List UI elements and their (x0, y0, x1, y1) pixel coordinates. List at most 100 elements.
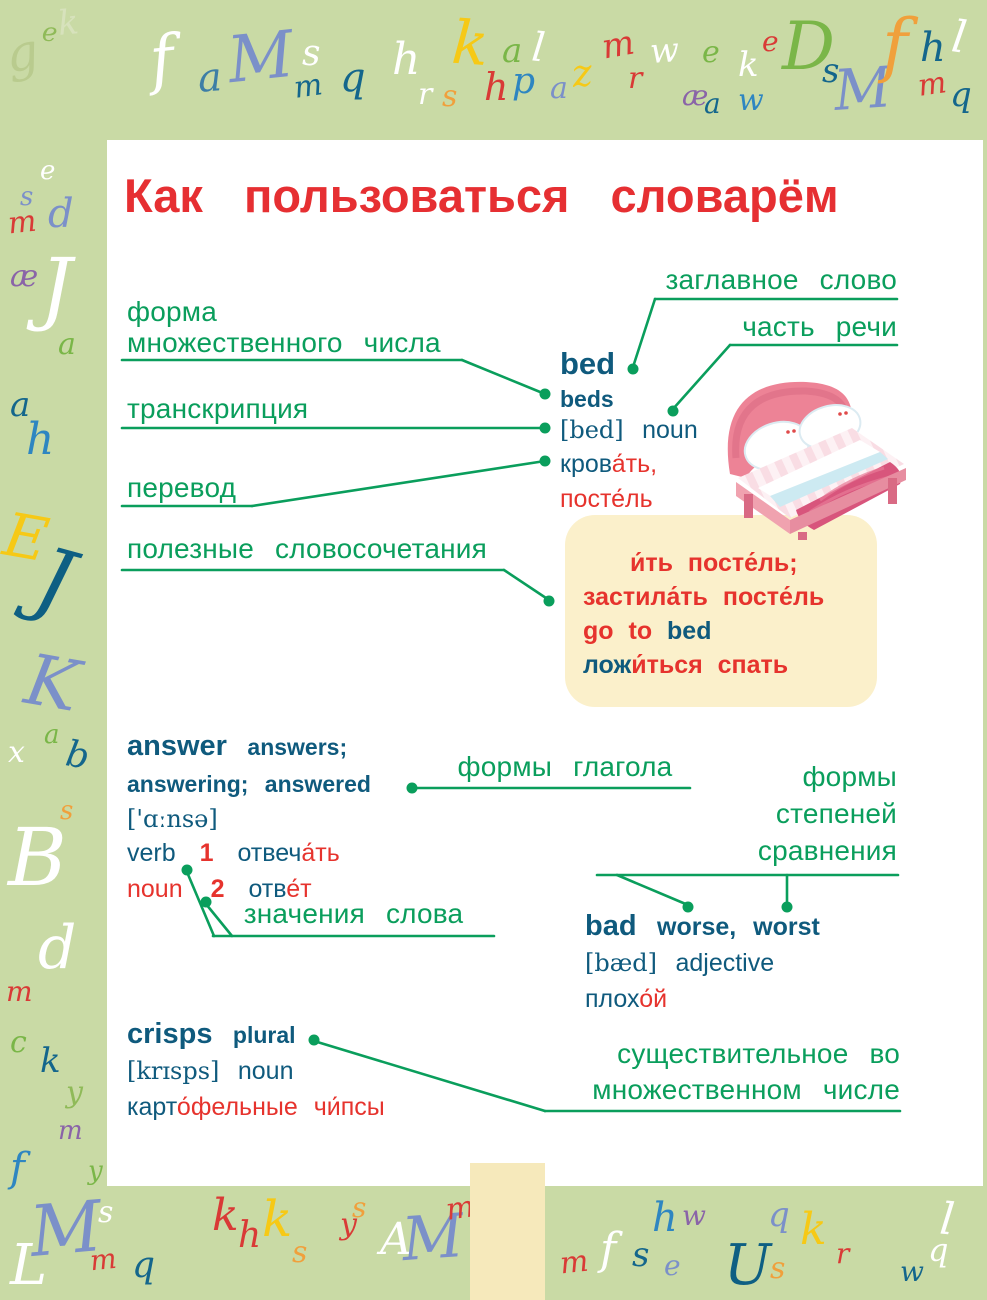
label-verb-forms: формы глагола (457, 751, 673, 782)
border-letter: h (238, 1215, 262, 1256)
border-letter: s (60, 796, 74, 826)
entry-bad-forms: worse, worst (657, 913, 820, 941)
border-letter: k (262, 1190, 293, 1248)
border-letter: r (628, 61, 643, 96)
entry-crisps-pos: noun (237, 1057, 294, 1085)
label-plural-form-line1: форма (127, 296, 218, 327)
border-letter: y (88, 1156, 103, 1186)
border-letter: d (48, 191, 74, 237)
border-letter: q (928, 1231, 949, 1269)
entry-bed-pos: noun (642, 416, 698, 444)
border-letter: A (380, 1214, 412, 1265)
border-letter: s (292, 1235, 308, 1270)
entry-bed-headword: bed (560, 346, 616, 381)
border-letter: y (66, 1075, 83, 1110)
bed-illustration (727, 381, 906, 540)
border-letter: U (724, 1233, 772, 1298)
border-letter: s (20, 182, 34, 212)
border-letter: c (10, 1025, 27, 1060)
border-letter: m (88, 1241, 119, 1278)
border-letter: f (882, 4, 908, 86)
border-letter: x (8, 735, 25, 770)
entry-crisps-headword: crisps (127, 1018, 213, 1050)
border-letter: k (56, 2, 81, 44)
border-letter: m (291, 67, 325, 106)
border-letter: s (302, 33, 321, 74)
border-letter: L (10, 1233, 48, 1298)
entry-answer-pos1: verb (127, 839, 176, 867)
label-comparison-line2: степеней (775, 798, 897, 829)
border-letter: a (44, 720, 60, 750)
border-letter: M (224, 17, 298, 99)
border-letter: g (1, 21, 43, 85)
border-letter: k (800, 1204, 827, 1255)
label-headword: заглавное слово (665, 264, 897, 295)
label-word-meanings: значения слова (243, 898, 464, 929)
entry-crisps-translation-part1: карт (127, 1093, 177, 1121)
entry-bad-translation-part1: плох (585, 985, 640, 1013)
entry-bed-translation2: посте́ль (560, 485, 653, 513)
phrase-line2: застила́ть посте́ль (583, 583, 825, 611)
border-letter: J (40, 241, 73, 334)
border-letter: k (738, 45, 759, 85)
border-letter: K (19, 638, 86, 728)
border-letter: a (704, 87, 721, 120)
label-transcription: транскрипция (127, 393, 309, 424)
entry-answer-sense1-part2: а́ть (301, 839, 340, 867)
border-letter: q (768, 1195, 790, 1235)
entry-bed-translation1-part2: а́ть, (611, 450, 658, 478)
entry-bad-headword: bad (585, 910, 637, 942)
border-letter: e (762, 25, 779, 58)
border-letter: m (915, 65, 949, 104)
label-useful-phrases: полезные словосочетания (127, 533, 487, 564)
border-letter: w (648, 30, 681, 72)
border-letter: l (948, 11, 970, 64)
border-letter: q (340, 55, 366, 101)
border-letter: s (770, 1251, 786, 1286)
phrase-line4-part1: лож (583, 651, 632, 679)
entry-crisps: crisps plural [krɪsps] noun карто́фельны… (127, 1018, 385, 1122)
border-letter: m (558, 1243, 591, 1282)
entry-answer-pos2: noun (127, 875, 183, 903)
border-letter: b (62, 733, 93, 778)
border-letter: z (569, 50, 595, 96)
border-letter: e (40, 156, 56, 186)
border-letter: r (418, 77, 433, 112)
entry-bad-pos: adjective (675, 949, 775, 977)
border-letter: w (900, 1255, 924, 1288)
border-letter: y (340, 1207, 357, 1242)
border-letter: m (58, 1116, 83, 1146)
border-letter: B (8, 811, 67, 904)
label-translation: перевод (127, 472, 237, 503)
border-letter: k (40, 1041, 61, 1081)
label-plural-noun-line1: существительное во (617, 1038, 900, 1069)
border-letter: a (550, 71, 568, 106)
entry-answer-num2: 2 (210, 875, 225, 903)
border-letter: e (702, 35, 720, 70)
entry-bad: bad worse, worst [bæd] adjective плохо́й (585, 910, 820, 1014)
border-letter: w (682, 1199, 706, 1232)
border-letter: q (950, 75, 972, 115)
border-letter: h (652, 1195, 678, 1241)
border-letter: f (600, 1224, 617, 1275)
entry-crisps-plural-label: plural (232, 1022, 296, 1048)
border-letter: a (502, 31, 523, 71)
border-letter: h (920, 25, 946, 71)
border-letter: f (10, 1145, 25, 1191)
border-letter: e (664, 1249, 681, 1282)
entry-answer-transcription: ['ɑːnsə] (127, 805, 218, 833)
border-letter: k (212, 1190, 239, 1241)
entry-answer-headword: answer (127, 730, 227, 762)
border-letter: s (442, 79, 458, 114)
border-letter: d (38, 913, 77, 983)
phrase-line3-go-to: go to (583, 617, 668, 645)
entry-answer-sense2-part2: е́т (286, 875, 312, 903)
useful-phrases-box (565, 515, 877, 707)
border-letter: s (632, 1235, 650, 1275)
phrase-line4-part2: и́ться спать (631, 651, 789, 679)
border-letter: a (196, 54, 224, 102)
label-plural-noun-line2: множественном числе (592, 1074, 900, 1105)
entry-crisps-translation-part2: о́фельные чи́псы (176, 1093, 385, 1121)
